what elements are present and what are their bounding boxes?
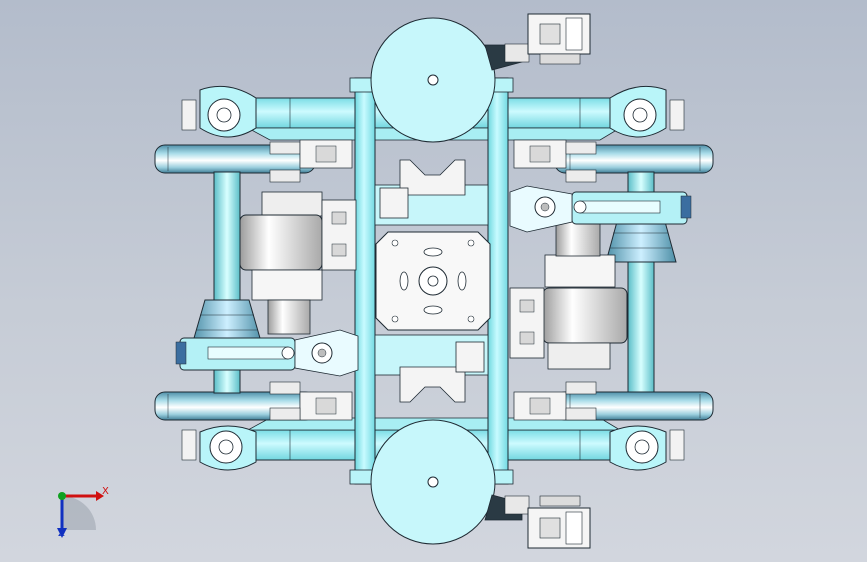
axle-right[interactable] — [605, 171, 677, 393]
z-axis-label: Z — [58, 528, 65, 539]
x-axis-arrowhead — [96, 491, 104, 501]
axle-box-bottom-right[interactable] — [609, 425, 685, 471]
brake-unit-top-right[interactable] — [513, 139, 597, 183]
axle-box-bottom-left[interactable] — [181, 425, 257, 471]
axle-left[interactable] — [191, 171, 263, 394]
brake-unit-top-left[interactable] — [269, 139, 353, 183]
gearbox-left[interactable] — [175, 329, 359, 377]
axle-box-top-left[interactable] — [181, 85, 257, 138]
damper-bracket-bottom[interactable] — [484, 494, 591, 549]
traction-motor-right[interactable] — [509, 221, 628, 370]
brake-unit-bottom-left[interactable] — [269, 381, 353, 421]
x-axis-label: X — [102, 486, 109, 497]
brake-unit-bottom-right[interactable] — [513, 381, 597, 421]
orientation-triad[interactable] — [57, 491, 104, 538]
y-axis-dot — [58, 492, 66, 500]
traction-motor-left[interactable] — [239, 191, 357, 335]
z-axis-arrowhead — [57, 528, 67, 538]
air-spring-top[interactable] — [370, 17, 496, 143]
gearbox-right[interactable] — [509, 185, 692, 233]
axle-box-top-right[interactable] — [609, 85, 685, 138]
center-pivot[interactable] — [375, 159, 491, 403]
air-spring-bottom[interactable] — [370, 419, 496, 545]
damper-bracket-top[interactable] — [484, 13, 591, 71]
